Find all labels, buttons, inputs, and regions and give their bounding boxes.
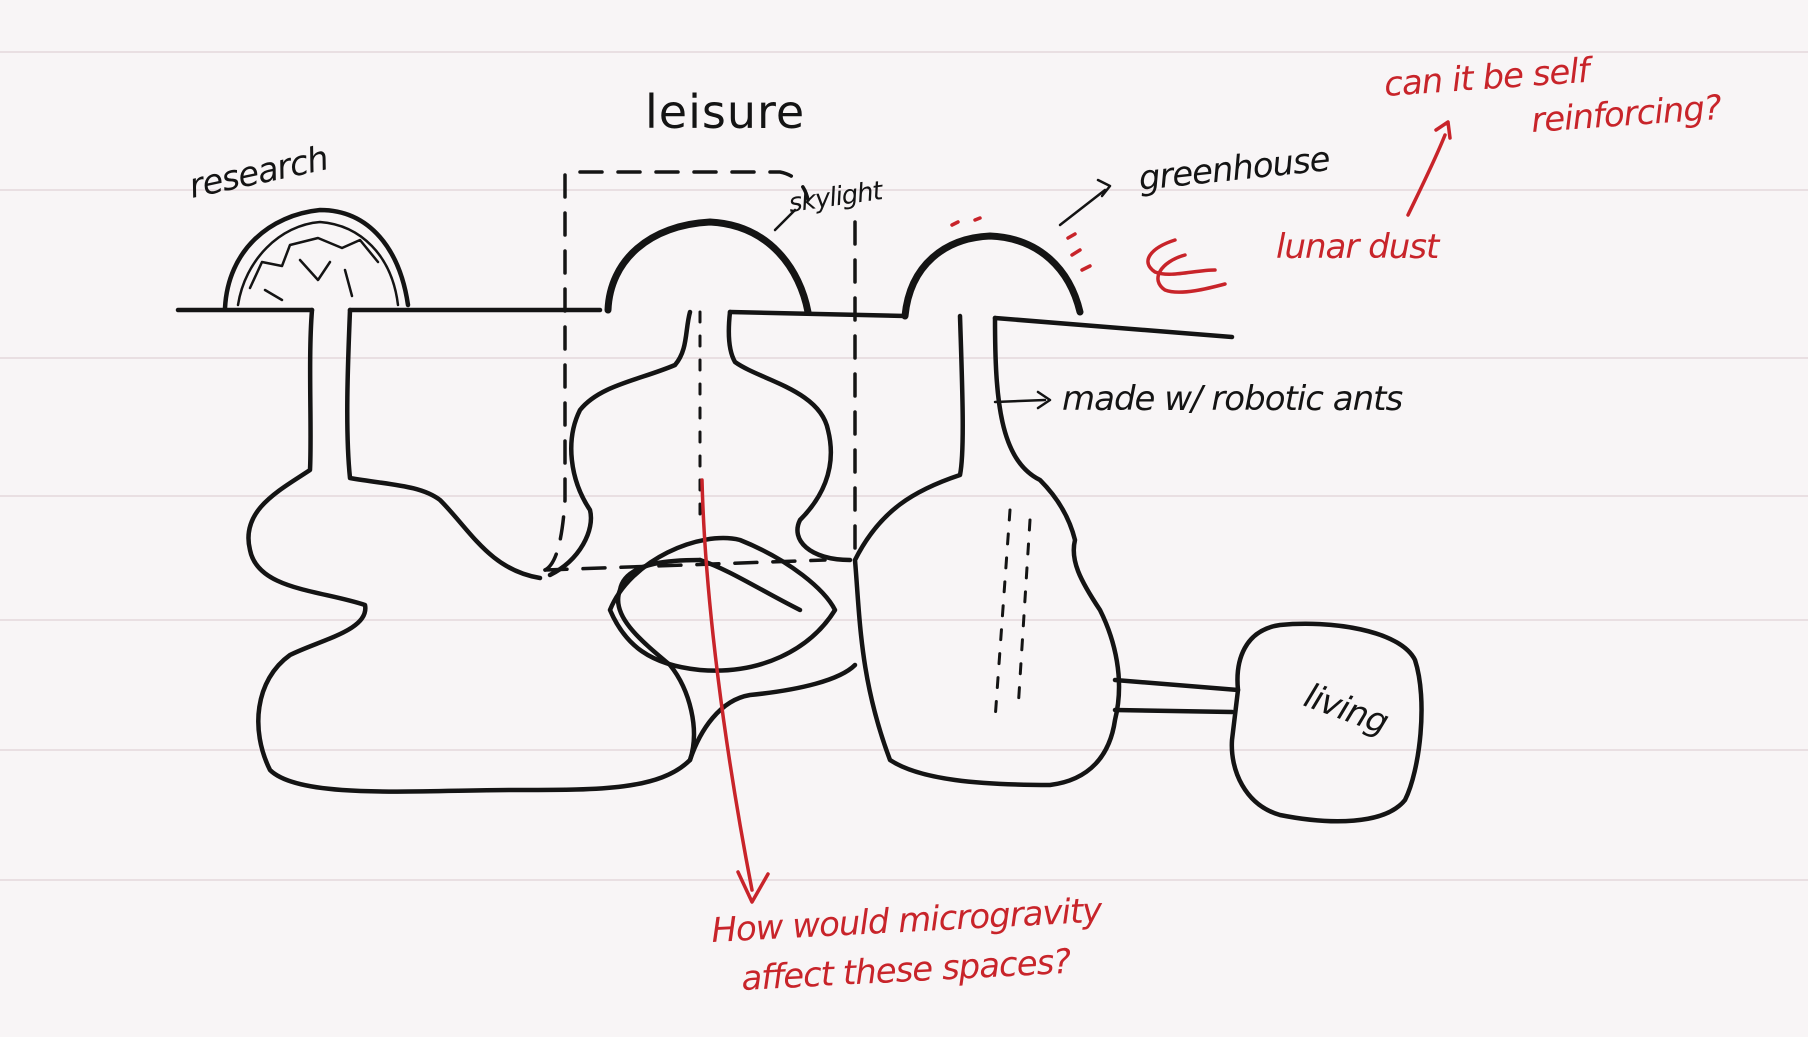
label-made-by-ants: made w/ robotic ants xyxy=(1062,379,1402,419)
leisure-lens-chamber xyxy=(610,538,835,671)
living-connector xyxy=(1115,680,1238,712)
greenhouse-dome xyxy=(905,236,1080,316)
note-lunar-dust: lunar dust xyxy=(1276,227,1441,267)
microgravity-arrow xyxy=(702,480,768,902)
note-self-reinforcing-2: reinforcing? xyxy=(1530,88,1723,141)
greenhouse-pointer xyxy=(1060,180,1110,225)
label-living: living xyxy=(1299,676,1394,743)
note-self-reinforcing-1: can it be self xyxy=(1383,50,1596,105)
label-skylight: skylight xyxy=(787,176,886,219)
label-research: research xyxy=(186,138,332,206)
research-dome xyxy=(225,210,408,308)
ants-pointer xyxy=(995,392,1050,408)
leisure-chamber xyxy=(550,312,690,575)
note-microgravity-1: How would microgravity xyxy=(710,891,1104,951)
ground-line xyxy=(178,310,1232,337)
leisure-dome xyxy=(608,222,808,312)
lunar-dust-marks xyxy=(952,218,1225,292)
label-leisure: leisure xyxy=(645,85,805,139)
leisure-chamber-right xyxy=(729,312,850,560)
self-reinforcing-arrow xyxy=(1408,122,1450,215)
ant-tunnel-dots xyxy=(995,510,1030,720)
note-microgravity-2: affect these spaces? xyxy=(740,942,1072,999)
research-shaft-right xyxy=(347,310,540,578)
